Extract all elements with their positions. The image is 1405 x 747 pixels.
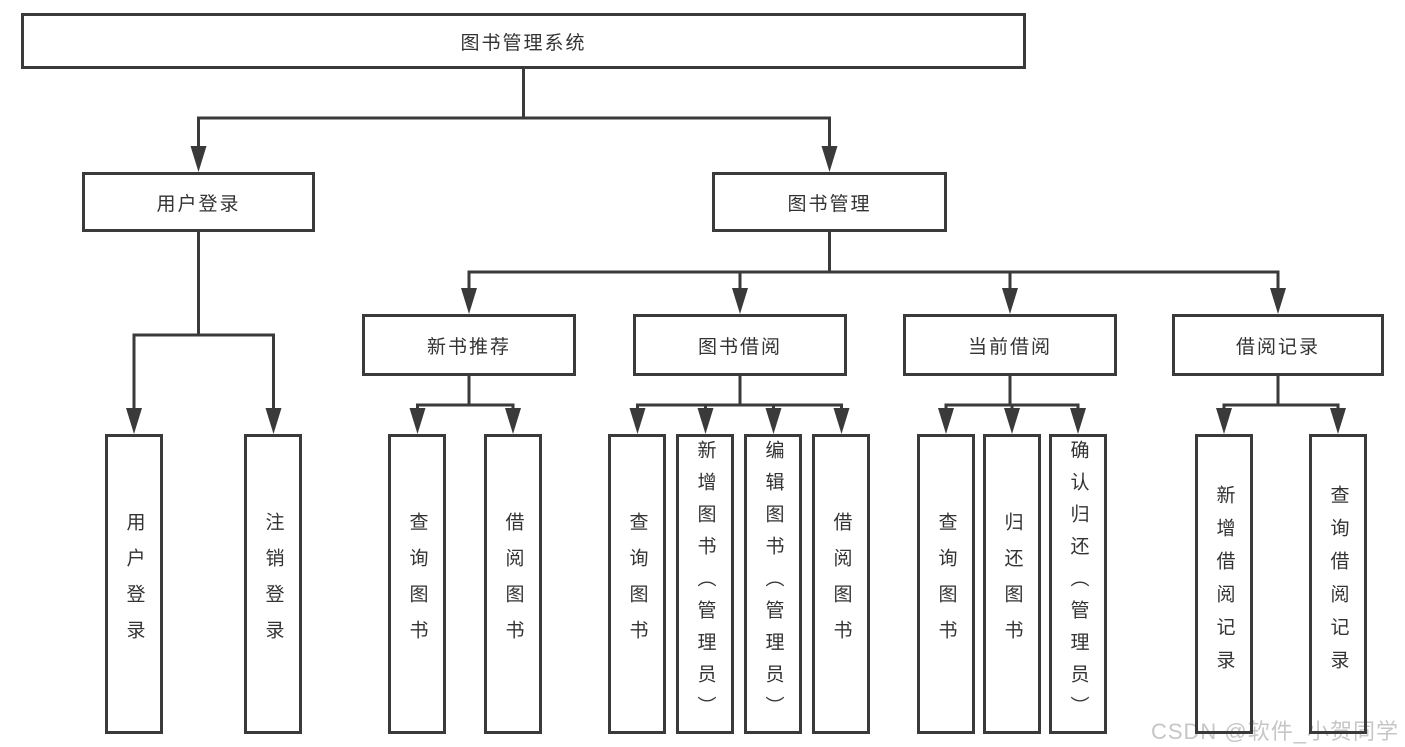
node-label: 当前借阅 (967, 336, 1052, 358)
node-label: 新书推荐 (426, 336, 511, 358)
node-library-management-system: 图书管理系统 (21, 13, 1026, 69)
node-borrowing-records: 借阅记录 (1172, 314, 1384, 376)
leaf-edit-books-admin: 编辑图书（管理员） (744, 434, 802, 734)
node-label: 归还图书 (1001, 512, 1023, 656)
node-label: 查询借阅记录 (1327, 485, 1349, 683)
node-label: 编辑图书（管理员） (762, 440, 784, 728)
node-label: 图书借阅 (697, 336, 782, 358)
leaf-user-login: 用户登录 (105, 434, 163, 734)
node-label: 借阅记录 (1235, 336, 1320, 358)
leaf-add-books-admin: 新增图书（管理员） (676, 434, 734, 734)
node-label: 图书管理 (787, 193, 872, 215)
node-label: 借阅图书 (502, 512, 524, 656)
arrowheads (126, 146, 1346, 434)
leaf-query-books-borrow: 查询图书 (608, 434, 666, 734)
node-label: 图书管理系统 (460, 32, 587, 54)
node-book-borrowing: 图书借阅 (633, 314, 847, 376)
leaf-borrow-books: 借阅图书 (812, 434, 870, 734)
leaf-query-books-current: 查询图书 (917, 434, 975, 734)
node-user-login: 用户登录 (82, 172, 315, 232)
node-label: 注销登录 (262, 512, 284, 656)
node-label: 查询图书 (626, 512, 648, 656)
node-current-borrowing: 当前借阅 (903, 314, 1117, 376)
leaf-add-borrow-record: 新增借阅记录 (1195, 434, 1253, 734)
node-label: 查询图书 (406, 512, 428, 656)
node-label: 用户登录 (123, 512, 145, 656)
node-label: 新增图书（管理员） (694, 440, 716, 728)
node-label: 新增借阅记录 (1213, 485, 1235, 683)
node-label: 借阅图书 (830, 512, 852, 656)
leaf-query-books-recommend: 查询图书 (388, 434, 446, 734)
node-book-management: 图书管理 (712, 172, 947, 232)
node-new-book-recommendation: 新书推荐 (362, 314, 576, 376)
leaf-logout: 注销登录 (244, 434, 302, 734)
leaf-confirm-return-admin: 确认归还（管理员） (1049, 434, 1107, 734)
leaf-return-books: 归还图书 (983, 434, 1041, 734)
leaf-query-borrow-record: 查询借阅记录 (1309, 434, 1367, 734)
node-label: 确认归还（管理员） (1067, 440, 1089, 728)
leaf-borrow-books-recommend: 借阅图书 (484, 434, 542, 734)
node-label: 查询图书 (935, 512, 957, 656)
node-label: 用户登录 (156, 193, 241, 215)
